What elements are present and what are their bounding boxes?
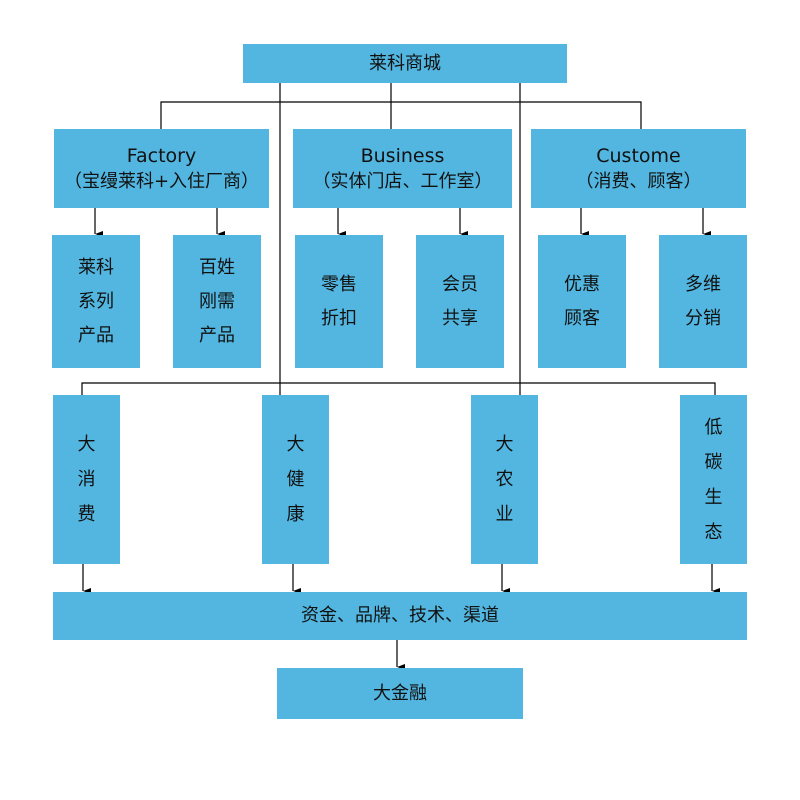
category-subtitle: （消费、顾客） xyxy=(575,170,702,192)
root-node: 莱科商城 xyxy=(243,44,567,83)
node-text: 刚需 xyxy=(199,290,235,312)
finance-node: 大金融 xyxy=(277,668,523,719)
sub-node-retail-discount: 零售 折扣 xyxy=(295,235,383,368)
finance-label: 大金融 xyxy=(373,682,427,704)
root-label: 莱科商城 xyxy=(369,52,441,74)
resources-label: 资金、品牌、技术、渠道 xyxy=(301,605,499,626)
category-factory: Factory （宝缦莱科+入住厂商） xyxy=(54,129,269,208)
node-text: 莱科 xyxy=(78,256,114,278)
category-title: Business xyxy=(360,144,445,167)
resources-bar: 资金、品牌、技术、渠道 xyxy=(53,592,747,640)
sub-node-discount-customers: 优惠 顾客 xyxy=(538,235,626,368)
sector-health: 大 健 康 xyxy=(262,395,329,564)
node-text: 零售 xyxy=(321,273,357,295)
node-text: 会员 xyxy=(442,273,478,295)
sub-node-member-sharing: 会员 共享 xyxy=(416,235,504,368)
node-text: 费 xyxy=(77,504,96,525)
node-text: 农 xyxy=(495,469,514,490)
node-text: 优惠 xyxy=(564,273,600,295)
node-text: 态 xyxy=(704,521,723,543)
node-text: 康 xyxy=(286,504,305,525)
node-text: 产品 xyxy=(78,324,114,346)
node-text: 低 xyxy=(704,416,723,438)
sub-node-laike-products: 莱科 系列 产品 xyxy=(52,235,140,368)
node-text: 健 xyxy=(286,469,305,490)
node-text: 消 xyxy=(77,469,96,490)
node-text: 生 xyxy=(704,486,723,508)
category-subtitle: （宝缦莱科+入住厂商） xyxy=(63,170,260,192)
node-text: 分销 xyxy=(685,307,721,329)
sector-agriculture: 大 农 业 xyxy=(471,395,538,564)
node-text: 百姓 xyxy=(199,256,235,278)
category-business: Business （实体门店、工作室） xyxy=(293,129,512,208)
connector-sectors-bar xyxy=(81,382,716,395)
node-text: 顾客 xyxy=(564,307,600,329)
node-text: 大 xyxy=(77,434,96,455)
node-text: 共享 xyxy=(442,307,478,329)
connector-root-categories xyxy=(160,101,642,129)
node-text: 多维 xyxy=(685,273,721,295)
category-title: Factory xyxy=(126,144,197,167)
sub-node-essential-products: 百姓 刚需 产品 xyxy=(173,235,261,368)
node-text: 系列 xyxy=(78,290,114,312)
sector-low-carbon: 低 碳 生 态 xyxy=(680,395,747,564)
node-text: 大 xyxy=(495,434,514,455)
node-text: 业 xyxy=(495,504,514,525)
category-customer: Custome （消费、顾客） xyxy=(531,129,746,208)
node-text: 碳 xyxy=(704,451,723,473)
sector-consumption: 大 消 费 xyxy=(53,395,120,564)
node-text: 大 xyxy=(286,434,305,455)
node-text: 折扣 xyxy=(321,307,357,329)
node-text: 产品 xyxy=(199,324,235,346)
category-subtitle: （实体门店、工作室） xyxy=(312,170,493,192)
sub-node-multilevel-distribution: 多维 分销 xyxy=(659,235,747,368)
category-title: Custome xyxy=(596,144,681,167)
